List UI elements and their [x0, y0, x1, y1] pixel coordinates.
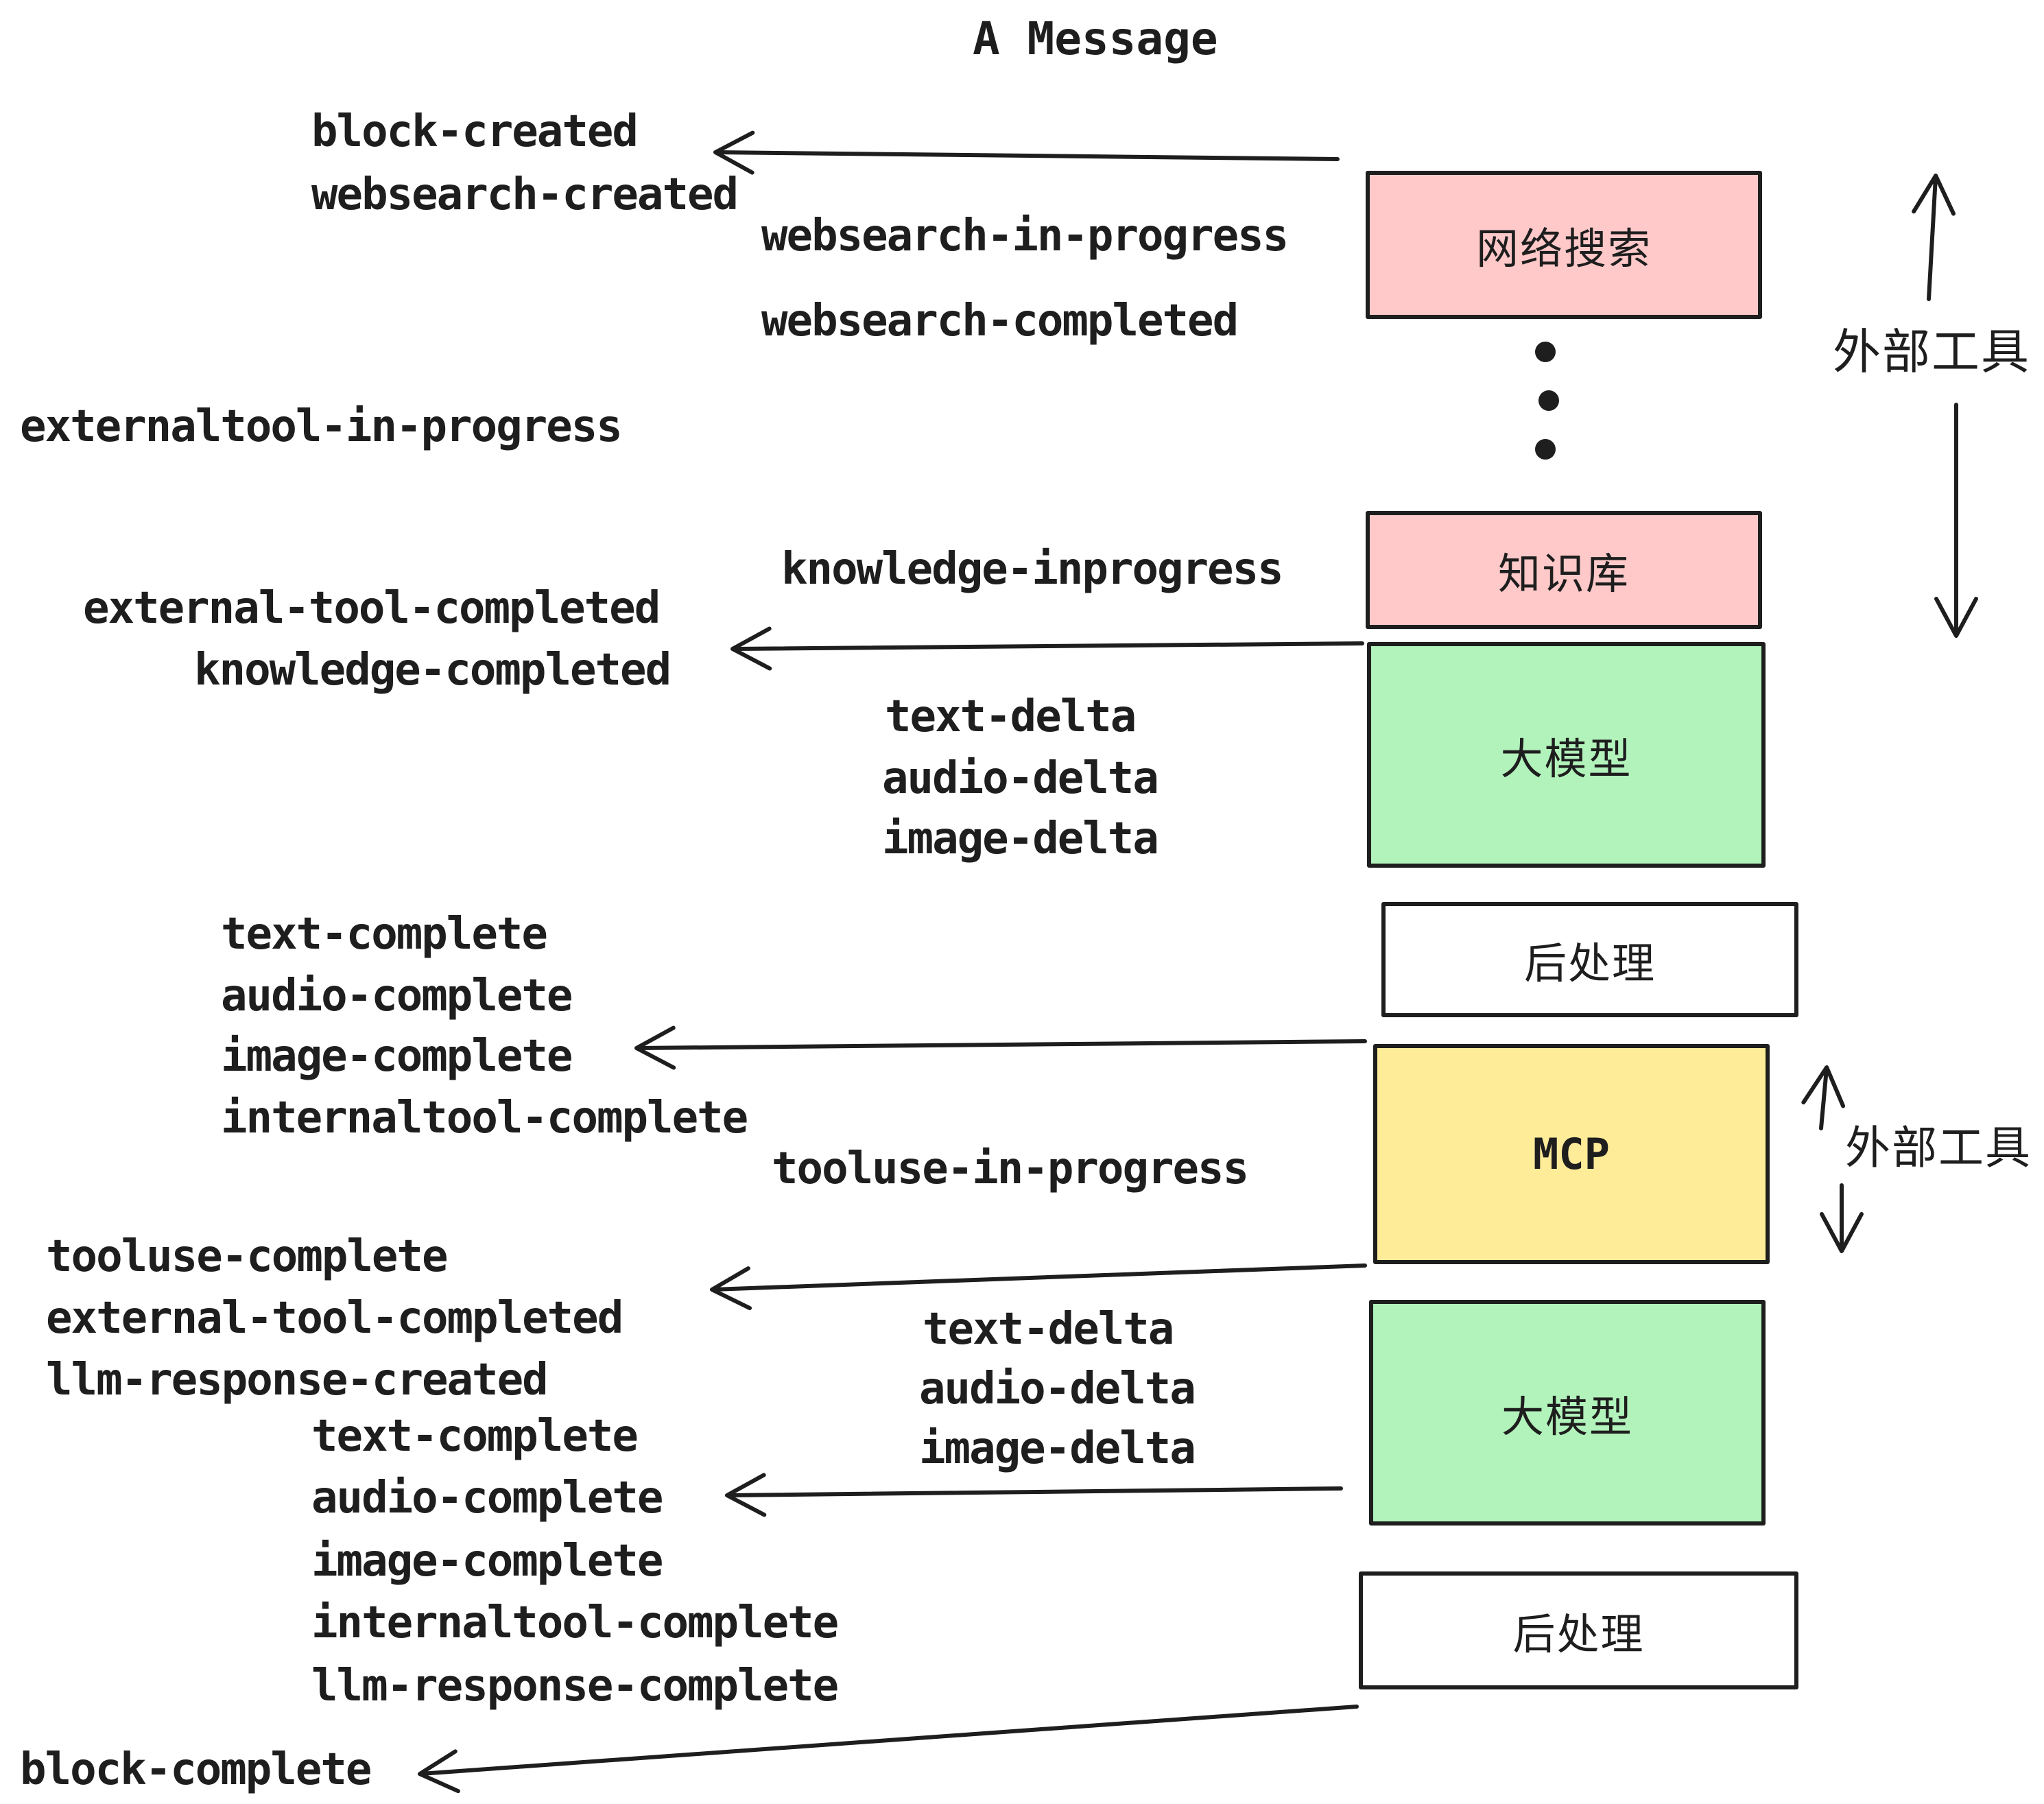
box-llm-2: 大模型	[1369, 1300, 1766, 1526]
event-label-llm-response-created: llm-response-created	[46, 1355, 549, 1405]
box-websearch-label: 网络搜索	[1475, 226, 1652, 273]
event-label-audio-complete-2: audio-complete	[311, 1473, 663, 1523]
side-label-external-tools-bottom: 外部工具	[1845, 1122, 2032, 1173]
event-label-block-complete: block-complete	[20, 1744, 372, 1795]
dot-icon	[1538, 390, 1559, 411]
event-label-image-delta-1: image-delta	[882, 814, 1159, 864]
event-label-image-complete-2: image-complete	[311, 1536, 663, 1587]
event-label-external-tool-completed-2: external-tool-completed	[46, 1293, 623, 1344]
arrow-to-tooluse-complete	[710, 1263, 1367, 1311]
event-label-audio-complete-1: audio-complete	[221, 971, 573, 1021]
event-label-llm-response-complete: llm-response-complete	[311, 1661, 839, 1711]
arrow-to-image-complete	[634, 1025, 1367, 1070]
side-label-external-tools-top: 外部工具	[1833, 325, 2030, 379]
box-llm-2-label: 大模型	[1501, 1393, 1633, 1441]
arrow-to-block-complete	[418, 1705, 1359, 1794]
event-label-websearch-created: websearch-created	[311, 169, 739, 220]
box-postprocess-2: 后处理	[1359, 1571, 1798, 1689]
event-label-text-delta-1: text-delta	[885, 691, 1137, 742]
arrow-to-audio-complete	[725, 1473, 1343, 1517]
event-label-websearch-in-progress: websearch-in-progress	[761, 211, 1289, 261]
box-websearch: 网络搜索	[1366, 171, 1762, 319]
ellipsis-dots	[1535, 342, 1559, 460]
dot-icon	[1535, 342, 1556, 362]
box-postprocess-1: 后处理	[1381, 902, 1798, 1017]
arrow-to-block-created	[713, 130, 1340, 175]
box-postprocess-1-label: 后处理	[1523, 940, 1656, 988]
event-label-externaltool-in-progress: externaltool-in-progress	[20, 401, 623, 452]
event-label-internaltool-complete-2: internaltool-complete	[311, 1598, 839, 1648]
event-label-audio-delta-1: audio-delta	[882, 753, 1159, 804]
dot-icon	[1535, 439, 1556, 460]
event-label-text-complete-2: text-complete	[311, 1411, 639, 1462]
diagram-title: A Message	[973, 12, 1218, 65]
event-label-audio-delta-2: audio-delta	[919, 1364, 1196, 1414]
event-label-websearch-completed: websearch-completed	[761, 296, 1239, 346]
event-label-external-tool-completed-1: external-tool-completed	[83, 583, 661, 634]
box-knowledge-label: 知识库	[1497, 551, 1630, 598]
event-label-text-delta-2: text-delta	[923, 1304, 1174, 1355]
event-label-image-delta-2: image-delta	[919, 1423, 1196, 1474]
box-knowledge: 知识库	[1366, 511, 1762, 629]
event-label-knowledge-completed: knowledge-completed	[194, 645, 672, 696]
event-label-tooluse-in-progress: tooluse-in-progress	[772, 1143, 1249, 1194]
arrow-to-knowledge-completed	[730, 626, 1364, 671]
box-mcp: MCP	[1373, 1044, 1770, 1264]
box-llm-1-label: 大模型	[1500, 735, 1632, 783]
event-label-block-created: block-created	[311, 106, 639, 157]
event-label-knowledge-inprogress: knowledge-inprogress	[781, 544, 1284, 595]
event-label-tooluse-complete: tooluse-complete	[46, 1231, 448, 1282]
box-llm-1: 大模型	[1367, 642, 1766, 868]
event-label-internaltool-complete-1: internaltool-complete	[221, 1093, 748, 1143]
arrow-external-tools-bottom-up	[1801, 1065, 1846, 1130]
box-mcp-label: MCP	[1533, 1129, 1610, 1179]
event-label-image-complete-1: image-complete	[221, 1031, 573, 1082]
box-postprocess-2-label: 后处理	[1512, 1611, 1645, 1659]
arrow-external-tools-top-up	[1912, 174, 1956, 301]
event-label-text-complete-1: text-complete	[221, 909, 548, 960]
